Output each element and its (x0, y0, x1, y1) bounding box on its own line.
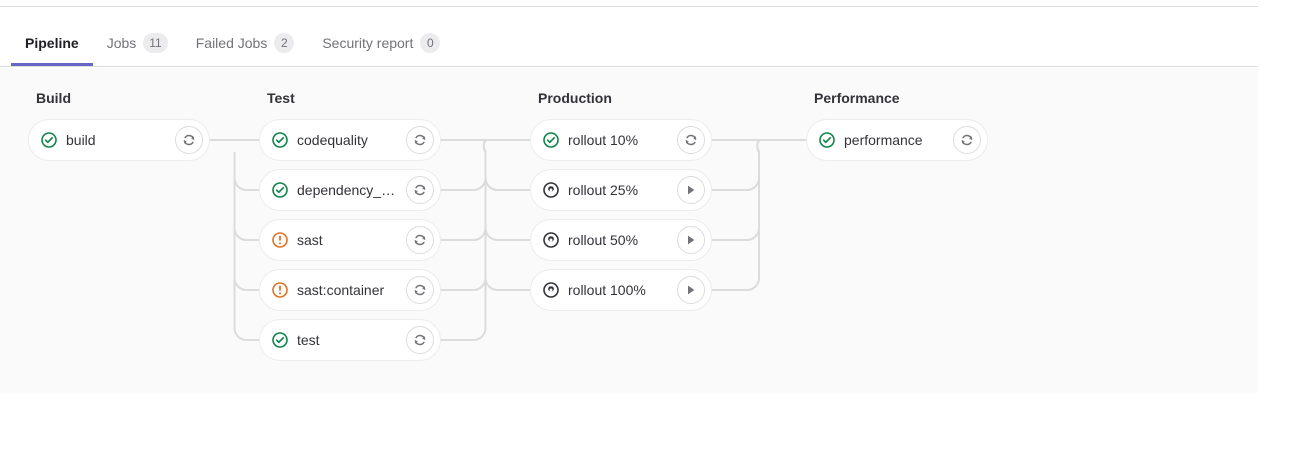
tab-count-badge: 11 (143, 33, 168, 53)
pipeline-stage: Performance performance (806, 89, 988, 161)
job-pill[interactable]: test (259, 319, 441, 361)
job-name: codequality (297, 132, 368, 148)
job-name: performance (844, 132, 923, 148)
job-pill[interactable]: rollout 50% (530, 219, 712, 261)
retry-job-button[interactable] (406, 276, 434, 304)
retry-job-button[interactable] (953, 126, 981, 154)
tab-count-badge: 2 (274, 33, 295, 53)
stage-title: Test (267, 90, 295, 106)
job-pill[interactable]: sast:container (259, 269, 441, 311)
pipeline-graph-panel: Build build Test codequality dependency_s…sa… (0, 68, 1258, 393)
pipeline-stage: Test codequality dependency_s…sast sast:con… (259, 89, 441, 361)
retry-job-button[interactable] (406, 176, 434, 204)
top-divider (0, 6, 1258, 7)
job-pill[interactable]: sast (259, 219, 441, 261)
job-pill[interactable]: build (28, 119, 210, 161)
retry-job-button[interactable] (175, 126, 203, 154)
tab-label: Security report (322, 35, 414, 51)
retry-job-button[interactable] (406, 226, 434, 254)
stage-title: Production (538, 90, 612, 106)
stage-job-list: codequality dependency_s…sast sast:contain… (259, 119, 441, 361)
stage-title: Performance (814, 90, 900, 106)
pipeline-stage-columns: Build build Test codequality dependency_s…sa… (0, 68, 1258, 393)
job-name: sast (297, 232, 323, 248)
pipeline-stage: Build build (28, 89, 210, 161)
retry-job-button[interactable] (406, 326, 434, 354)
tab-label: Pipeline (25, 35, 79, 51)
pipeline-tab-bar: Pipeline Jobs 11 Failed Jobs 2 Security repor… (0, 20, 1258, 67)
tab-label: Jobs (106, 35, 137, 51)
job-pill[interactable]: rollout 100% (530, 269, 712, 311)
stage-job-list: build (28, 119, 210, 161)
job-pill[interactable]: rollout 25% (530, 169, 712, 211)
tab-security-report[interactable]: Security report 0 (308, 20, 454, 66)
tab-failed-jobs[interactable]: Failed Jobs 2 (182, 20, 309, 66)
stage-title: Build (36, 90, 71, 106)
play-job-button[interactable] (677, 176, 705, 204)
job-name: sast:container (297, 282, 385, 298)
job-name: build (66, 132, 96, 148)
job-pill[interactable]: dependency_s… (259, 169, 441, 211)
job-name: dependency_s… (297, 182, 402, 198)
job-name: rollout 25% (568, 182, 639, 198)
retry-job-button[interactable] (406, 126, 434, 154)
job-name: rollout 100% (568, 282, 646, 298)
play-job-button[interactable] (677, 226, 705, 254)
job-pill[interactable]: performance (806, 119, 988, 161)
tab-count-badge: 0 (420, 33, 441, 53)
tab-jobs[interactable]: Jobs 11 (93, 20, 182, 66)
stage-job-list: rollout 10% rollout 25% rollout 50% rollout… (530, 119, 712, 311)
job-pill[interactable]: rollout 10% (530, 119, 712, 161)
job-name: rollout 10% (568, 132, 639, 148)
stage-job-list: performance (806, 119, 988, 161)
retry-job-button[interactable] (677, 126, 705, 154)
tab-pipeline[interactable]: Pipeline (11, 20, 93, 66)
job-name: test (297, 332, 320, 348)
play-job-button[interactable] (677, 276, 705, 304)
job-pill[interactable]: codequality (259, 119, 441, 161)
job-name: rollout 50% (568, 232, 639, 248)
tab-label: Failed Jobs (195, 35, 268, 51)
